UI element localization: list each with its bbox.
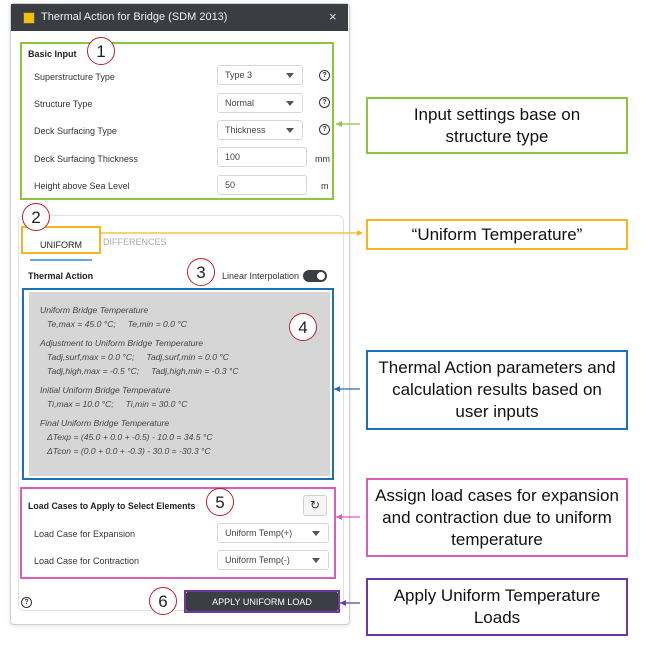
chevron-down-icon xyxy=(286,73,294,78)
callout-thermal-action: Thermal Action parameters and calculatio… xyxy=(366,350,628,430)
marker-2: 2 xyxy=(22,203,50,231)
expansion-load-case-select[interactable]: Uniform Temp(+) xyxy=(217,523,329,543)
marker-4: 4 xyxy=(289,313,317,341)
marker-6: 6 xyxy=(149,587,177,615)
result-heading: Initial Uniform Bridge Temperature xyxy=(40,385,171,395)
linear-interpolation-toggle[interactable] xyxy=(303,270,327,282)
results-frame xyxy=(22,288,334,480)
height-unit: m xyxy=(321,181,329,191)
expansion-load-case-value: Uniform Temp(+) xyxy=(225,528,293,538)
marker-5: 5 xyxy=(206,488,234,516)
help-icon[interactable]: ? xyxy=(319,124,330,135)
app-icon xyxy=(23,12,35,24)
superstructure-type-label: Superstructure Type xyxy=(34,72,115,82)
load-cases-heading: Load Cases to Apply to Select Elements xyxy=(28,501,196,511)
result-heading: Uniform Bridge Temperature xyxy=(40,305,149,315)
result-heading: Adjustment to Uniform Bridge Temperature xyxy=(40,338,204,348)
apply-uniform-load-button[interactable]: APPLY UNIFORM LOAD xyxy=(186,592,338,611)
result-line: Ti,max = 10.0 °C; Ti,min = 30.0 °C xyxy=(47,399,188,409)
contraction-load-case-label: Load Case for Contraction xyxy=(34,556,140,566)
refresh-icon: ↻ xyxy=(309,498,321,512)
thickness-unit: mm xyxy=(315,154,330,164)
superstructure-type-value: Type 3 xyxy=(225,70,253,80)
callout-load-cases: Assign load cases for expansion and cont… xyxy=(366,478,628,557)
refresh-button[interactable]: ↻ xyxy=(303,495,327,516)
thermal-action-heading: Thermal Action xyxy=(28,271,94,281)
arrowhead-5 xyxy=(340,600,346,606)
deck-surfacing-thickness-input[interactable]: 100 xyxy=(217,147,307,167)
result-heading: Final Uniform Bridge Temperature xyxy=(40,418,170,428)
arrowhead-1 xyxy=(336,121,342,127)
result-line: Tadj,surf,max = 0.0 °C; Tadj,surf,min = … xyxy=(47,352,230,362)
result-line: ΔTexp = (45.0 + 0.0 + -0.5) - 10.0 = 34.… xyxy=(47,432,213,442)
chevron-down-icon xyxy=(286,128,294,133)
load-cases-frame xyxy=(20,487,336,579)
deck-surfacing-type-select[interactable]: Thickness xyxy=(217,120,303,140)
superstructure-type-select[interactable]: Type 3 xyxy=(217,65,303,85)
arrowhead-4 xyxy=(336,514,342,520)
contraction-load-case-select[interactable]: Uniform Temp(-) xyxy=(217,550,329,570)
marker-1: 1 xyxy=(87,37,115,65)
tab-uniform-frame xyxy=(21,226,101,254)
basic-input-frame xyxy=(20,42,334,200)
apply-uniform-load-label: APPLY UNIFORM LOAD xyxy=(212,597,312,607)
deck-surfacing-type-value: Thickness xyxy=(225,125,266,135)
tab-uniform-label: UNIFORM xyxy=(40,240,82,250)
help-icon[interactable]: ? xyxy=(319,70,330,81)
structure-type-label: Structure Type xyxy=(34,99,93,109)
expansion-load-case-label: Load Case for Expansion xyxy=(34,529,136,539)
result-line: Tadj,high,max = -0.5 °C; Tadj,high,min =… xyxy=(47,366,239,376)
window-title: Thermal Action for Bridge (SDM 2013) xyxy=(41,11,228,23)
tab-differences[interactable]: DIFFERENCES xyxy=(103,237,167,247)
toggle-knob xyxy=(317,272,325,280)
chevron-down-icon xyxy=(312,531,320,536)
arrowhead-2 xyxy=(357,230,363,236)
callout-apply-load: Apply Uniform Temperature Loads xyxy=(366,578,628,636)
callout-uniform-temperature: “Uniform Temperature” xyxy=(366,219,628,250)
structure-type-value: Normal xyxy=(225,98,255,108)
height-above-sea-level-input[interactable]: 50 xyxy=(217,175,307,195)
height-above-sea-level-label: Height above Sea Level xyxy=(34,181,130,191)
marker-3: 3 xyxy=(187,258,215,286)
results-panel xyxy=(29,292,330,476)
footer-help-icon[interactable]: ? xyxy=(21,597,32,608)
chevron-down-icon xyxy=(312,558,320,563)
callout-input-settings: Input settings base on structure type xyxy=(366,97,628,154)
basic-input-heading: Basic Input xyxy=(28,49,77,59)
close-icon[interactable]: × xyxy=(329,9,337,24)
arrowhead-3 xyxy=(334,386,340,392)
chevron-down-icon xyxy=(286,101,294,106)
help-icon[interactable]: ? xyxy=(319,97,330,108)
deck-surfacing-thickness-label: Deck Surfacing Thickness xyxy=(34,154,138,164)
title-bar: Thermal Action for Bridge (SDM 2013) × xyxy=(11,4,348,31)
apply-frame xyxy=(184,590,340,613)
linear-interpolation-label: Linear Interpolation xyxy=(222,271,300,281)
tab-uniform[interactable]: UNIFORM xyxy=(30,235,92,261)
tabs-panel-border xyxy=(18,215,344,611)
structure-type-select[interactable]: Normal xyxy=(217,93,303,113)
result-line: ΔTcon = (0.0 + 0.0 + -0.3) - 30.0 = -30.… xyxy=(47,446,211,456)
result-line: Te,max = 45.0 °C; Te,min = 0.0 °C xyxy=(47,319,187,329)
deck-surfacing-type-label: Deck Surfacing Type xyxy=(34,126,117,136)
contraction-load-case-value: Uniform Temp(-) xyxy=(225,555,290,565)
